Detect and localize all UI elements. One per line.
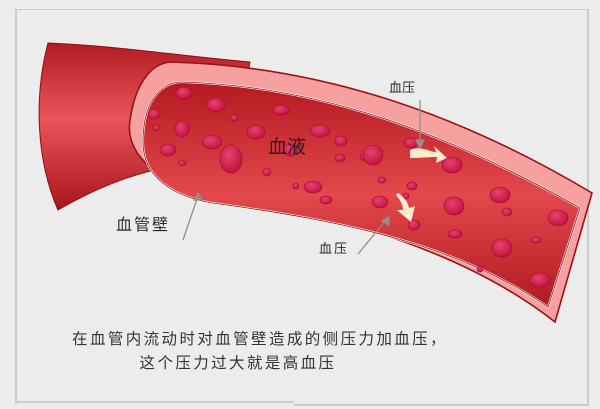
vessel-wall-label: 血管壁 bbox=[116, 215, 171, 234]
diagram-frame bbox=[15, 9, 296, 404]
pressure-label-bottom: 血压 bbox=[319, 242, 350, 257]
caption-line-2: 这个压力过大就是高血压 bbox=[139, 354, 337, 372]
pressure-arrow-top-icon bbox=[410, 146, 447, 163]
diagram-frame-bottom-left bbox=[15, 401, 294, 403]
blood-lumen bbox=[141, 80, 582, 309]
blood-label: 血液 bbox=[268, 136, 307, 158]
caption-line-1: 在血管内流动时对血管壁造成的侧压力加血压， bbox=[72, 330, 448, 348]
pressure-label-top: 血压 bbox=[389, 81, 416, 96]
leader-lines bbox=[182, 100, 426, 255]
red-blood-cells bbox=[147, 86, 569, 288]
pressure-arrow-bottom-icon bbox=[396, 193, 415, 222]
